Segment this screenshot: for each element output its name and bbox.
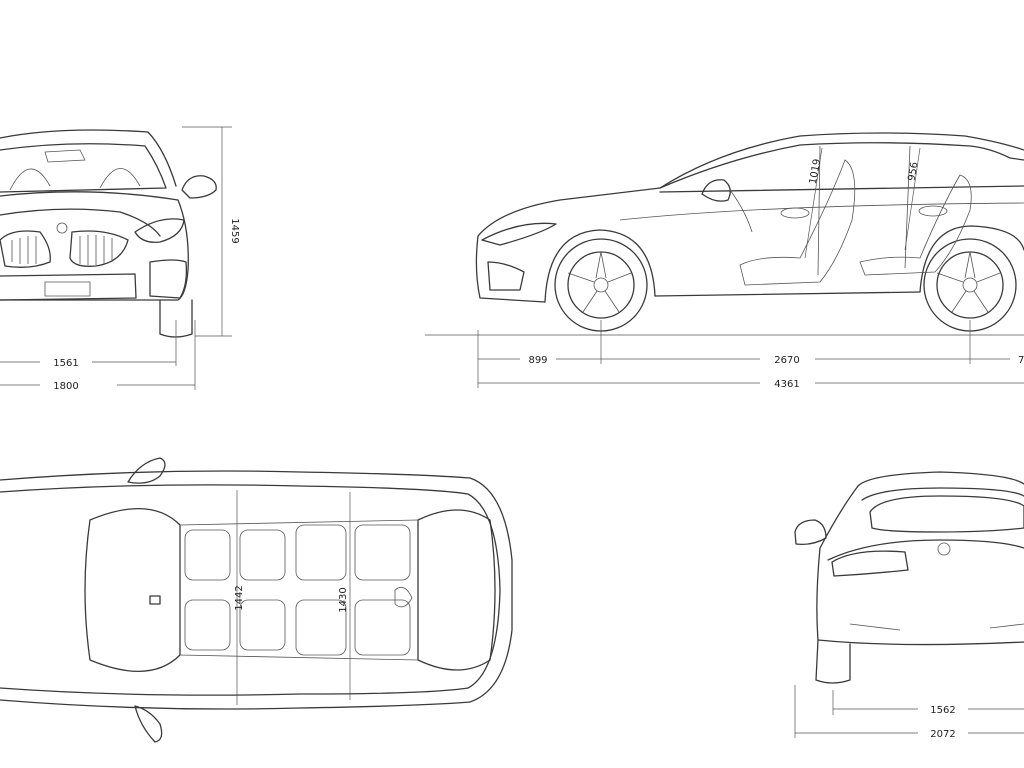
front-fog-intake [149, 259, 188, 299]
side-view: 1019 956 899 2670 79 4361 [425, 132, 1024, 390]
front-door-handle [780, 207, 810, 219]
side-c-pillar [904, 145, 911, 269]
front-view: 1459 1561 1800 [0, 126, 240, 392]
rear-dimension-lines [794, 685, 1024, 738]
rear-seat-outline [859, 174, 972, 276]
front-seat-outline [739, 159, 856, 286]
rear-tyre [815, 639, 851, 684]
brand-logo-icon [56, 222, 68, 234]
front-track-label: 1561 [53, 358, 78, 369]
grille-right [69, 230, 129, 267]
side-front-bumper [475, 235, 546, 303]
side-window-line [659, 142, 1024, 189]
rear-logo-icon [937, 542, 951, 556]
front-shoulder-label: 1442 [234, 585, 245, 610]
side-b-pillar [817, 145, 821, 276]
front-overhang-label: 899 [528, 355, 547, 366]
front-bumper [0, 273, 137, 301]
headlight-icon [134, 218, 185, 243]
top-rear-glass [84, 507, 181, 673]
front-headroom-line [804, 147, 823, 259]
rear-headroom-label: 956 [906, 161, 920, 182]
license-plate [44, 281, 91, 297]
top-body-outline [0, 470, 513, 710]
rear-roofline [857, 471, 1024, 487]
front-tyre [159, 299, 193, 338]
top-shoulder-line [0, 484, 501, 696]
side-dimension-lines [425, 320, 1024, 388]
rear-mirror-icon [794, 519, 827, 546]
rear-taillight-icon [831, 550, 909, 577]
rear-reflectors [849, 623, 1024, 631]
length-label: 4361 [774, 379, 799, 390]
side-character-line [619, 202, 1024, 221]
front-wheel-arch [544, 229, 656, 303]
rear-bumper [817, 639, 1024, 646]
front-roofline [0, 129, 177, 187]
steering-column [729, 189, 753, 233]
front-hood-line [0, 208, 161, 237]
rear-wheel-icon [923, 238, 1017, 332]
side-headlight-icon [481, 222, 557, 246]
top-rear-wiper [149, 595, 161, 605]
front-headroom-label: 1019 [808, 158, 823, 185]
front-seat-left [9, 168, 51, 191]
front-windshield [0, 143, 167, 193]
front-dimension-lines [0, 126, 232, 390]
side-front-intake [487, 261, 525, 291]
front-body [0, 191, 189, 301]
rear-spoiler [861, 487, 1024, 501]
front-seat-right [99, 168, 141, 189]
rear-overhang-label: 79 [1018, 355, 1024, 366]
top-mirror-left-icon [127, 457, 166, 484]
rear-tail-line [827, 539, 1024, 561]
rear-body-side [816, 485, 859, 641]
top-view: 1442 1430 [0, 457, 513, 743]
front-rear-mirror [44, 149, 86, 163]
rear-shoulder-label: 1430 [338, 587, 349, 612]
rear-glass [869, 495, 1024, 533]
rear-door-handle [918, 205, 948, 217]
side-rocker [654, 291, 921, 297]
grille-bars [11, 235, 113, 265]
wheelbase-label: 2670 [774, 355, 799, 366]
rear-wheel-arch [919, 225, 1024, 293]
rear-track-label: 1562 [930, 705, 955, 716]
rear-width-label: 2072 [930, 729, 955, 740]
side-mirror-icon [181, 175, 217, 199]
top-roof-rails [179, 519, 419, 661]
grille-left [0, 230, 51, 268]
side-mirror-icon [701, 179, 731, 202]
side-beltline [659, 185, 1024, 193]
front-height-label: 1459 [229, 218, 240, 243]
rear-view: 1562 2072 [794, 471, 1024, 740]
rear-headroom-line [904, 147, 921, 251]
front-width-label: 1800 [53, 381, 78, 392]
side-roofline [477, 132, 1024, 237]
top-mirror-right-icon [134, 705, 163, 743]
top-windshield [417, 509, 496, 671]
front-wheel-icon [554, 238, 648, 332]
top-seats [184, 524, 413, 656]
